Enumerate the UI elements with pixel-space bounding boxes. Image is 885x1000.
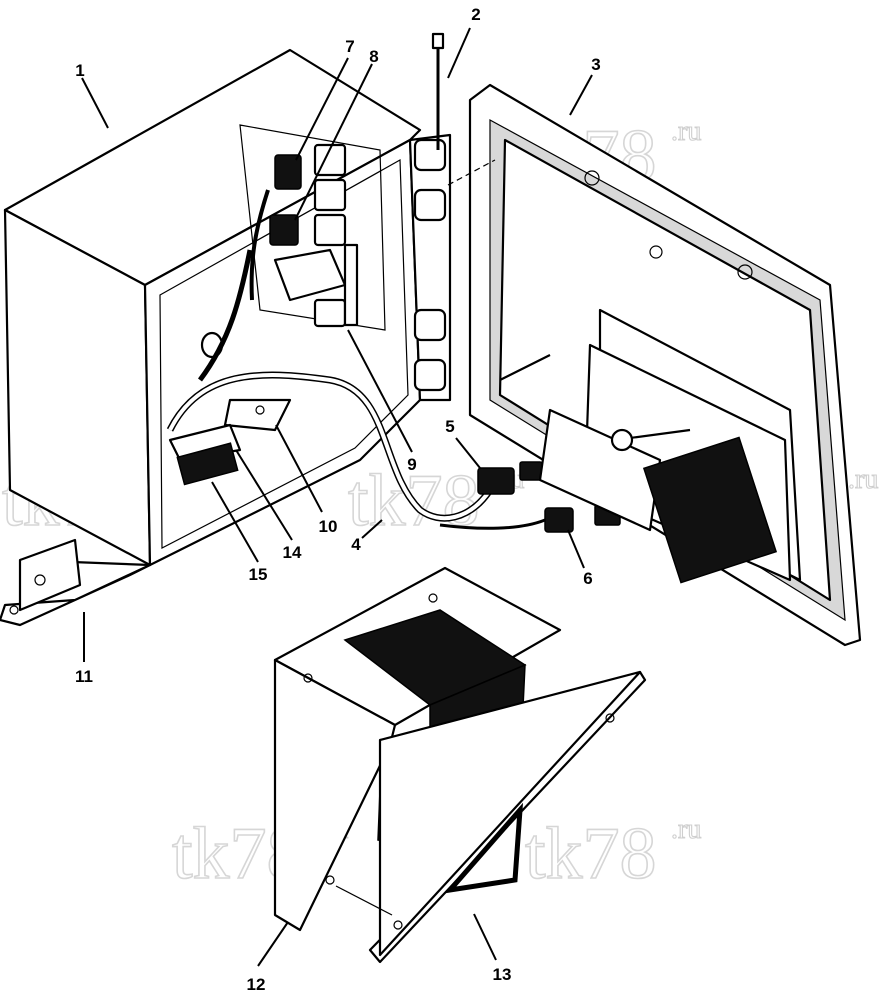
- bracket-hole: [9, 605, 19, 615]
- hinge-knuckle: [413, 308, 447, 342]
- housing-hole: [303, 673, 313, 683]
- terminal-strip: [343, 243, 359, 327]
- leader-14: [235, 449, 293, 541]
- plate-face: [378, 670, 642, 957]
- bracket-hole: [34, 574, 46, 586]
- door-fastener: [737, 264, 753, 280]
- leader-3: [569, 74, 593, 116]
- housing-side: [273, 658, 397, 932]
- harness-lead: [439, 518, 546, 530]
- leader-7: [295, 57, 349, 161]
- leader-2: [447, 27, 471, 79]
- callout-labels: 1 2 3 4 5 6 7 8 9 10 11 12 13 14 15: [75, 5, 601, 994]
- leader-1: [81, 77, 109, 129]
- callout-6: 6: [583, 569, 592, 588]
- dashed-guide: [447, 159, 496, 186]
- leader-5: [455, 437, 481, 469]
- plate-hole: [255, 405, 265, 415]
- leader-8: [294, 63, 373, 221]
- hinge-knuckle: [413, 138, 447, 172]
- relay: [313, 298, 347, 328]
- callout-12: 12: [247, 975, 266, 994]
- callout-1: 1: [75, 61, 84, 80]
- housing-hole: [428, 593, 438, 603]
- mounting-plate-10: [223, 398, 292, 432]
- harness-branch: [197, 249, 253, 382]
- callout-2: 2: [471, 5, 480, 24]
- cover-plate: [368, 670, 647, 964]
- adjustment-knob: [610, 428, 634, 452]
- connector-5: [477, 467, 515, 495]
- relay-bank: [269, 143, 359, 328]
- assembly-lines: [335, 159, 496, 916]
- relay-pack: [642, 436, 778, 584]
- leader-15: [211, 481, 259, 563]
- bracket-plate: [0, 558, 152, 627]
- callout-9: 9: [407, 455, 416, 474]
- bracket-web: [18, 538, 82, 612]
- plate-hole: [393, 920, 403, 930]
- plate-hole: [605, 713, 615, 723]
- relay: [313, 143, 347, 177]
- door-cover: [468, 83, 862, 647]
- leader-9: [347, 329, 413, 453]
- wire-harness: [166, 189, 546, 530]
- connector-plug-8: [269, 214, 299, 246]
- hinge-knuckle: [413, 358, 447, 392]
- hinge-pin-head: [431, 32, 445, 50]
- callout-7: 7: [345, 37, 354, 56]
- leader-6: [567, 529, 585, 569]
- callout-3: 3: [591, 55, 600, 74]
- mounting-bracket: [0, 538, 152, 627]
- hinge-knuckle: [413, 188, 447, 222]
- watermark-text: tk78: [525, 813, 657, 895]
- enclosure-inner-edge: [159, 158, 409, 549]
- callout-13: 13: [493, 965, 512, 984]
- mating-connector: [519, 461, 543, 481]
- terminal-block-assembly: [168, 398, 292, 486]
- leader-13: [473, 913, 497, 961]
- connector-plug-7: [274, 154, 302, 190]
- callout-14: 14: [283, 543, 302, 562]
- terminal-block-15: [176, 442, 239, 486]
- callout-4: 4: [351, 535, 361, 554]
- leader-12: [257, 921, 289, 967]
- connector-6: [544, 507, 574, 533]
- callout-11: 11: [75, 667, 93, 686]
- harness-branch: [249, 189, 270, 301]
- leader-10: [275, 424, 323, 513]
- hinge-pin: [431, 32, 445, 150]
- warning-triangle: [443, 802, 524, 894]
- door-fastener: [584, 170, 600, 186]
- harness-trunk-inner: [168, 373, 492, 521]
- callout-leaders: [81, 27, 593, 967]
- watermark-suffix: .ru: [848, 464, 878, 495]
- callout-8: 8: [369, 47, 378, 66]
- housing-hole: [325, 875, 335, 885]
- leader-4: [361, 519, 383, 539]
- door-standoff-post: [499, 354, 551, 381]
- door-standoff: [649, 245, 663, 259]
- relay: [313, 178, 347, 212]
- callout-15: 15: [249, 565, 268, 584]
- watermark-suffix: .ru: [671, 116, 701, 147]
- dashed-guide: [335, 885, 393, 916]
- relay: [313, 213, 347, 247]
- watermark-suffix: .ru: [671, 814, 701, 845]
- watermark: tk78 .ru: [524, 812, 702, 896]
- callout-10: 10: [319, 517, 338, 536]
- callout-5: 5: [445, 417, 454, 436]
